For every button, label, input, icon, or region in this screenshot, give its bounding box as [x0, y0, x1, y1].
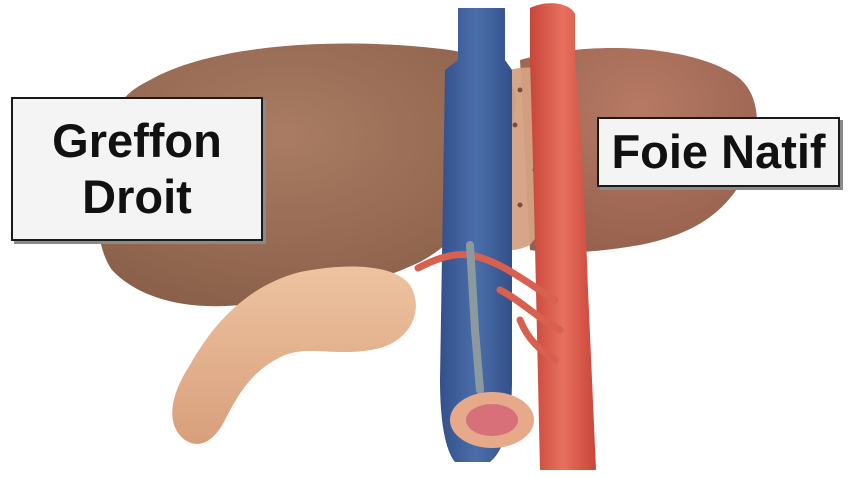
graft-label-line1: Greffon: [52, 113, 222, 169]
bowel-stump-lumen: [466, 404, 518, 436]
native-liver-label: Foie Natif: [611, 124, 825, 180]
graft-label-line2: Droit: [82, 169, 192, 225]
graft-label-box: Greffon Droit: [11, 97, 263, 241]
native-liver-label-box: Foie Natif: [597, 117, 840, 187]
